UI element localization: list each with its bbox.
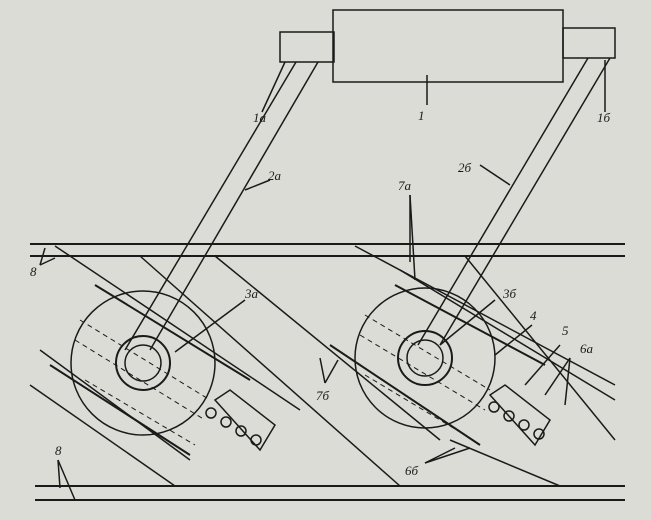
port-a-2 xyxy=(220,416,232,428)
label-3a: 3а xyxy=(244,286,259,301)
leader-bottom-2 xyxy=(57,459,76,501)
leader-bottom-1 xyxy=(57,459,61,489)
band-l1 xyxy=(54,245,301,411)
label-6b: 6б xyxy=(405,463,419,478)
band-r3 xyxy=(464,255,616,441)
band-r1 xyxy=(354,245,616,386)
port-a-1 xyxy=(205,407,217,419)
leader-8-2 xyxy=(39,257,56,266)
port-block-b xyxy=(488,384,551,447)
label-1a: 1а xyxy=(253,110,267,125)
label-2a: 2а xyxy=(268,168,282,183)
leader-5 xyxy=(524,344,561,386)
drum-a xyxy=(70,290,216,436)
label-8: 8 xyxy=(30,264,37,279)
rod-a-edge-2 xyxy=(149,61,319,351)
label-7b: 7б xyxy=(316,388,330,403)
rod-a-edge-1 xyxy=(124,61,297,351)
drum-b-hub-inner xyxy=(406,339,444,377)
leader-6a-2 xyxy=(564,357,571,406)
port-a-3 xyxy=(235,425,247,437)
leader-2b xyxy=(479,164,511,186)
drum-a-dash-2 xyxy=(74,339,206,421)
port-b-4 xyxy=(533,428,545,440)
leader-3b xyxy=(439,299,496,346)
drum-a-hub-inner xyxy=(124,344,162,382)
drum-b-dash-3 xyxy=(364,374,471,439)
label-5: 5 xyxy=(562,323,569,338)
leader-8-1 xyxy=(39,247,46,266)
leader-2a xyxy=(244,179,271,191)
band-l2 xyxy=(39,349,191,461)
drum-a-hub-outer xyxy=(115,335,171,391)
leader-4 xyxy=(494,324,533,356)
main-unit-body xyxy=(332,9,564,83)
band-r4 xyxy=(449,439,561,487)
label-6a: 6а xyxy=(580,341,594,356)
band-l3 xyxy=(29,384,176,487)
right-connector xyxy=(562,27,616,59)
band-r2 xyxy=(399,269,616,401)
leader-7a-2 xyxy=(409,194,416,281)
guide-r1 xyxy=(394,284,546,366)
port-a-4 xyxy=(250,434,262,446)
leader-1a xyxy=(261,61,286,113)
rod-b-edge-2 xyxy=(439,57,611,346)
guide-r2 xyxy=(329,344,481,446)
label-3b: 3б xyxy=(502,286,517,301)
port-block-a xyxy=(213,389,276,452)
port-b-3 xyxy=(518,419,530,431)
port-b-1 xyxy=(488,401,500,413)
drum-b-dash-1 xyxy=(364,314,491,391)
left-connector xyxy=(279,31,335,63)
drum-b-dash-2 xyxy=(359,334,486,411)
leader-6a-1 xyxy=(544,357,571,396)
label-4: 4 xyxy=(530,308,537,323)
leader-6b-1 xyxy=(424,447,456,464)
band-l5 xyxy=(214,255,441,441)
leader-3a xyxy=(174,299,246,353)
label-1b: 1б xyxy=(597,110,611,125)
guide-l1 xyxy=(94,284,251,381)
drum-a-dash-3 xyxy=(84,379,196,446)
drum-b xyxy=(354,287,496,429)
drum-b-hub-outer xyxy=(397,330,453,386)
label-2b: 2б xyxy=(458,160,472,175)
label-1: 1 xyxy=(418,108,425,123)
port-b-2 xyxy=(503,410,515,422)
band-l4 xyxy=(139,255,401,487)
leader-7b-2 xyxy=(319,357,326,384)
label-bottom-rail: 8 xyxy=(55,443,62,458)
label-7a: 7а xyxy=(398,178,412,193)
leader-6b-2 xyxy=(424,447,471,464)
drum-a-dash-1 xyxy=(79,319,211,401)
leader-7b-1 xyxy=(324,359,339,384)
